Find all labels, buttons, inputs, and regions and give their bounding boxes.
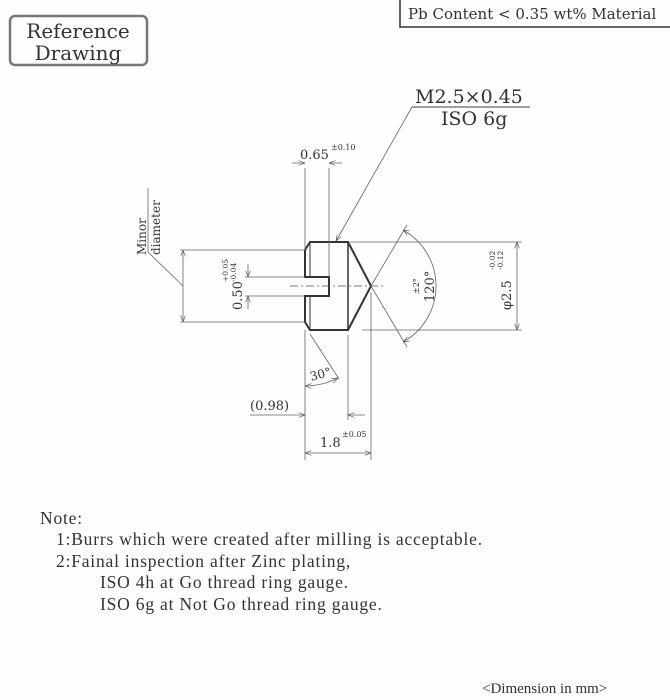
units-label: <Dimension in mm> [482,681,607,697]
svg-text:0.65: 0.65 [300,148,329,163]
svg-text:-0.04: -0.04 [229,263,238,282]
dim-total-length: 1.8 ±0.05 [305,292,372,460]
svg-text:30°: 30° [308,365,332,384]
material-box: Pb Content < 0.35 wt% Material [399,0,670,28]
dim-cone-angle: 120° ±2° [370,224,438,348]
note-item-2a: ISO 4h at Go thread ring gauge. [100,572,349,592]
note-item-2: 2:Fainal inspection after Zinc plating, [56,551,351,571]
svg-text:-0.02: -0.02 [488,251,497,270]
material-text: Pb Content < 0.35 wt% Material [408,5,657,23]
dim-body-length: (0.98) [250,330,365,460]
dim-slot-depth: 0.65 ±0.10 [292,143,356,277]
svg-text:φ2.5: φ2.5 [500,280,515,310]
thread-tolerance: ISO 6g [441,108,507,130]
stamp-line2: Drawing [35,41,122,65]
dim-minor-diameter: Minor diameter [135,188,305,323]
dim-chamfer-angle: 30° [305,333,340,386]
reference-drawing-stamp: Reference Drawing [8,14,149,67]
thread-callout: M2.5×0.45 ISO 6g [336,86,530,241]
svg-text:+0.05: +0.05 [221,259,230,282]
dim-outer-diameter: φ2.5 -0.02 -0.12 [350,241,522,331]
note-item-2b: ISO 6g at Not Go thread ring gauge. [100,594,383,614]
svg-text:±0.10: ±0.10 [331,143,356,152]
leader-line [336,106,413,241]
stamp-line1: Reference [26,19,129,43]
svg-text:-0.12: -0.12 [496,251,505,270]
dim-slot-width: 0.50 +0.05 -0.04 [221,259,305,310]
thread-spec: M2.5×0.45 [415,86,523,108]
part-outline [290,241,385,331]
notes: Note: 1:Burrs which were created after m… [40,508,483,614]
svg-text:0.50: 0.50 [231,281,246,310]
svg-text:(0.98): (0.98) [250,399,289,414]
svg-text:±2°: ±2° [412,278,421,294]
svg-text:Minor: Minor [135,218,149,255]
svg-text:diameter: diameter [149,200,163,255]
note-item-1: 1:Burrs which were created after milling… [56,529,483,549]
svg-text:1.8: 1.8 [320,436,341,451]
svg-text:120°: 120° [423,271,438,302]
svg-text:±0.05: ±0.05 [342,430,367,439]
notes-title: Note: [40,508,83,528]
